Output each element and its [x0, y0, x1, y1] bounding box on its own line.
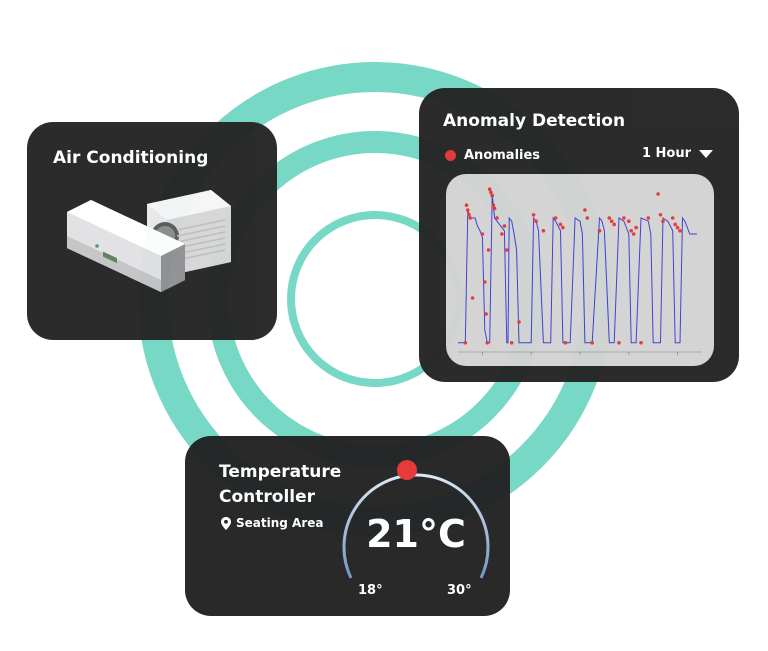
chart-series-line: [458, 193, 698, 344]
anomaly-point: [597, 229, 602, 233]
anomaly-point: [612, 222, 616, 227]
anomaly-point: [534, 219, 538, 223]
anomaly-point: [466, 208, 470, 212]
anomaly-point: [590, 341, 594, 345]
anomaly-point: [484, 312, 488, 316]
anomaly-point: [486, 248, 491, 252]
anomaly-point: [517, 320, 521, 324]
anomaly-point: [585, 216, 590, 220]
anomaly-point: [629, 229, 633, 233]
anomaly-point: [485, 341, 490, 345]
anomaly-point: [675, 225, 680, 230]
anomaly-point: [468, 216, 472, 220]
anomaly-point: [656, 192, 660, 196]
anomaly-point: [646, 216, 651, 220]
anomaly-point: [627, 219, 631, 223]
temperature-gauge[interactable]: [331, 454, 501, 614]
anomaly-point: [467, 213, 471, 217]
anomaly-point: [553, 216, 558, 220]
anomaly-point: [500, 232, 504, 236]
anomaly-point: [487, 187, 492, 191]
air-conditioner-split-unit-icon: [67, 190, 231, 292]
anomaly-point: [489, 190, 493, 195]
anomaly-point: [541, 229, 546, 233]
temperature-controller-card[interactable]: Temperature Controller Seating Area 21°C…: [185, 436, 510, 616]
anomaly-point: [558, 222, 563, 227]
anomaly-chart-svg: [458, 187, 702, 355]
gauge-knob[interactable]: [397, 460, 417, 480]
anomaly-point: [463, 341, 468, 345]
anomaly-chart: [446, 174, 714, 366]
time-range-dropdown[interactable]: 1 Hour: [642, 146, 713, 161]
anomaly-point: [480, 232, 485, 236]
chart-legend: Anomalies: [445, 148, 540, 163]
anomaly-detection-title: Anomaly Detection: [443, 111, 626, 131]
gauge-arc: [342, 473, 490, 579]
location: Seating Area: [221, 516, 323, 530]
anomaly-point: [505, 248, 509, 252]
caret-down-icon: [699, 149, 713, 158]
anomaly-point: [583, 208, 587, 212]
anomaly-point: [631, 232, 636, 236]
anomaly-point: [622, 216, 626, 220]
anomaly-point: [531, 213, 536, 217]
current-temperature: 21°C: [366, 512, 466, 556]
anomaly-point: [658, 213, 663, 217]
max-temperature-label: 30°: [447, 583, 472, 598]
title-line-2: Controller: [219, 487, 316, 507]
anomaly-point: [470, 296, 475, 300]
location-label: Seating Area: [236, 516, 324, 530]
anomaly-point: [607, 216, 612, 220]
temperature-controller-title: Temperature Controller: [219, 460, 359, 510]
anomaly-detection-card[interactable]: Anomaly Detection Anomalies 1 Hour: [419, 88, 739, 382]
anomaly-point: [561, 225, 565, 230]
title-line-1: Temperature: [219, 462, 342, 482]
anomaly-point: [502, 224, 507, 228]
legend-label: Anomalies: [464, 148, 541, 163]
anomaly-point: [609, 219, 614, 223]
time-range-value: 1 Hour: [641, 146, 691, 161]
anomaly-point: [464, 203, 469, 207]
air-conditioning-card[interactable]: Air Conditioning: [27, 122, 277, 340]
anomaly-dot-icon: [445, 150, 456, 161]
anomaly-point: [491, 203, 496, 207]
anomaly-point: [483, 280, 487, 284]
anomaly-point: [495, 216, 499, 220]
anomaly-point: [563, 341, 568, 345]
anomaly-point: [492, 206, 497, 211]
anomaly-point: [670, 216, 675, 220]
anomaly-point: [678, 229, 682, 233]
anomaly-point: [490, 193, 494, 198]
indoor-unit: [67, 200, 185, 292]
anomaly-point: [661, 219, 665, 223]
anomaly-point: [509, 341, 514, 345]
anomaly-point: [617, 341, 621, 345]
anomaly-point: [639, 341, 643, 345]
map-pin-icon: [221, 516, 231, 530]
anomaly-point: [673, 222, 677, 227]
air-conditioning-title: Air Conditioning: [53, 148, 209, 168]
min-temperature-label: 18°: [358, 583, 383, 598]
anomaly-point: [634, 225, 638, 230]
